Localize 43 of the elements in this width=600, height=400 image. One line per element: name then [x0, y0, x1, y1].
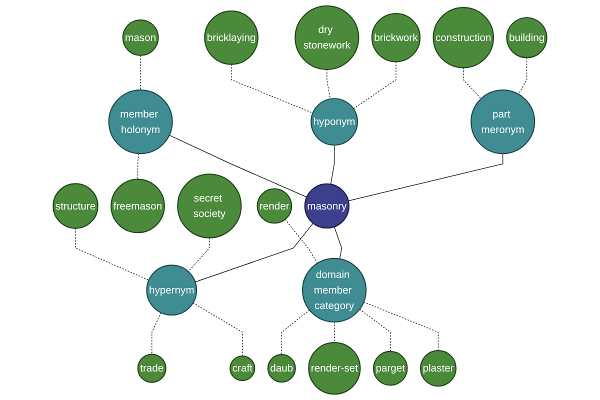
node-circle: freemason	[110, 178, 165, 234]
connector	[230, 64, 314, 114]
node-circle: structure	[52, 183, 98, 229]
node-circle: domain member category	[302, 258, 367, 322]
connector	[326, 69, 331, 100]
connector	[518, 57, 528, 95]
node-circle: part meronym	[470, 90, 536, 154]
connector	[363, 302, 439, 351]
node-circle: bricklaying	[204, 10, 258, 65]
connector	[348, 153, 504, 202]
node-circle: brickwork	[371, 13, 421, 62]
connector	[463, 67, 482, 100]
connector	[152, 312, 162, 355]
connector	[353, 61, 396, 110]
connector	[334, 226, 342, 260]
node-circle: member holonym	[108, 90, 173, 154]
connector	[75, 228, 150, 281]
node-circle: daub	[267, 354, 296, 383]
node-circle: craft	[230, 356, 256, 382]
connector	[330, 144, 335, 185]
connector	[188, 237, 210, 272]
connector	[284, 219, 318, 264]
connector	[140, 55, 141, 90]
connector	[281, 310, 310, 355]
node-circle: dry stonework	[294, 5, 360, 70]
node-circle: construction	[432, 7, 494, 68]
connector	[137, 153, 139, 180]
node-circle: plaster	[420, 350, 457, 387]
node-circle: parget	[372, 350, 408, 386]
node-circle: mason	[122, 19, 159, 56]
node-circle: render	[256, 188, 292, 224]
node-circle: trade	[137, 354, 166, 383]
connector	[168, 134, 308, 198]
node-circle: hypernym	[146, 264, 198, 316]
connector	[194, 222, 314, 282]
node-circle: masonry	[304, 183, 350, 229]
connector	[334, 322, 335, 343]
connector	[192, 302, 243, 356]
node-circle: hyponym	[310, 98, 358, 146]
node-circle: building	[506, 17, 548, 58]
connector	[359, 308, 391, 352]
node-circle: secret society	[177, 174, 242, 238]
node-circle: render-set	[308, 342, 361, 395]
